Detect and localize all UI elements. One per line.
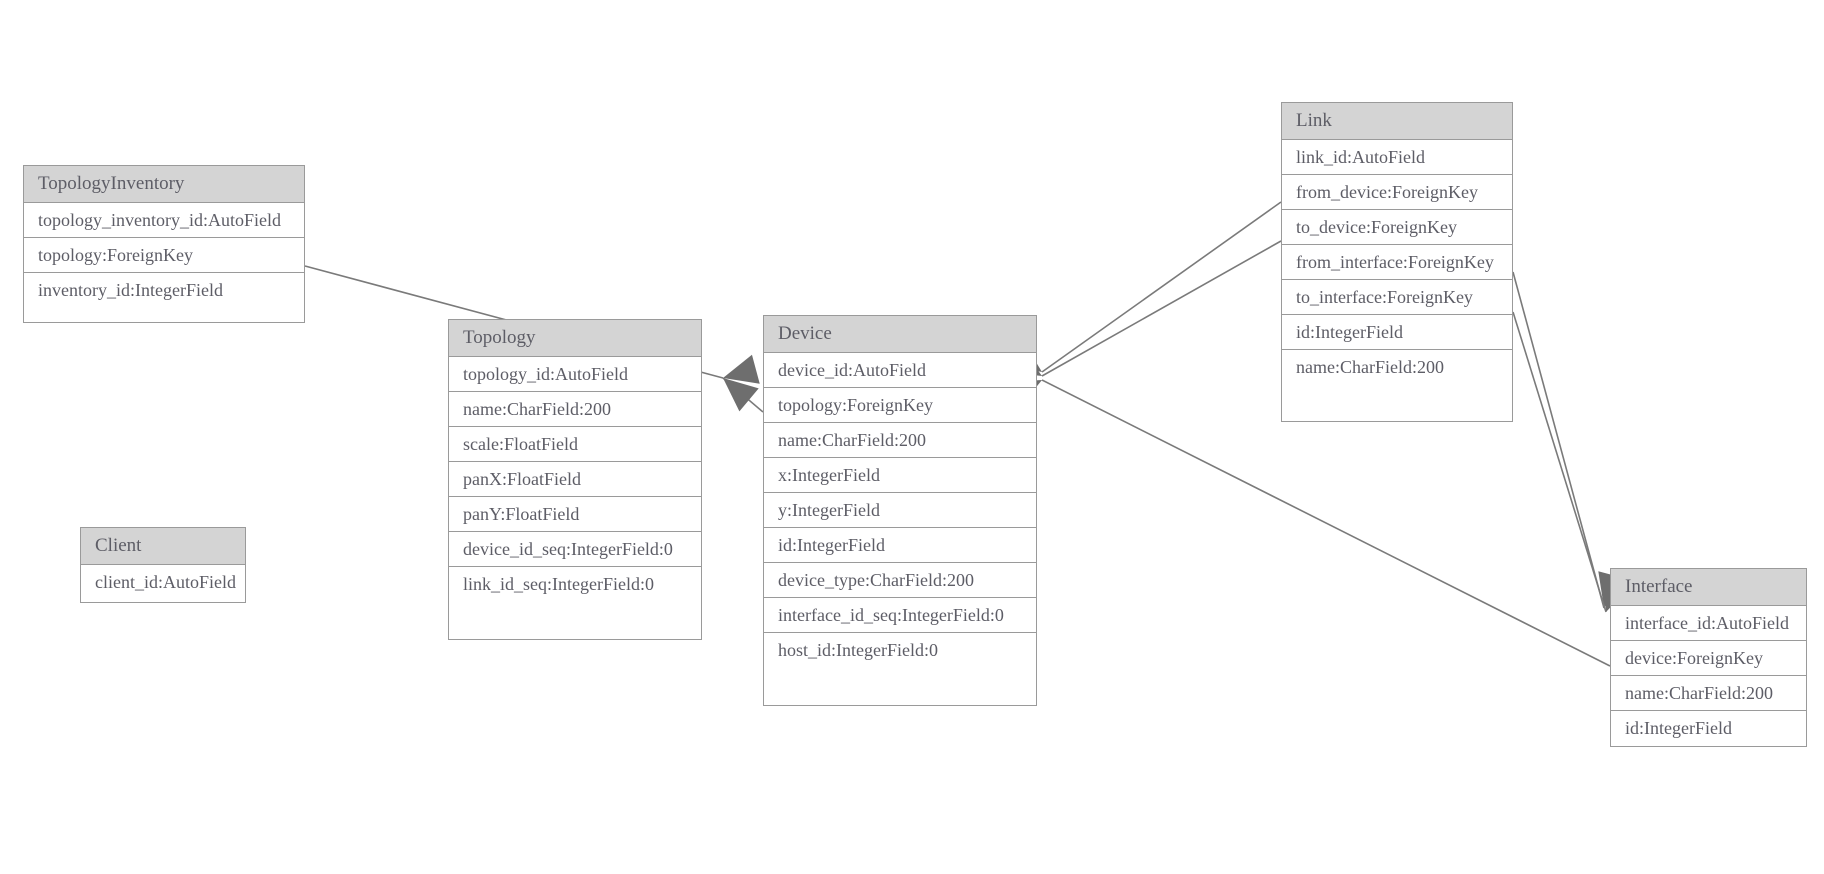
entity-title-client: Client: [81, 528, 245, 565]
entity-field-row[interactable]: name:CharField:200: [449, 392, 701, 427]
entity-field-row[interactable]: id:IntegerField: [1611, 711, 1806, 746]
entity-field-row[interactable]: device_type:CharField:200: [764, 563, 1036, 598]
entity-field-row[interactable]: link_id:AutoField: [1282, 140, 1512, 175]
entity-field-row[interactable]: device_id_seq:IntegerField:0: [449, 532, 701, 567]
entity-title-topology: Topology: [449, 320, 701, 357]
entity-field-row[interactable]: from_device:ForeignKey: [1282, 175, 1512, 210]
entity-field-row[interactable]: topology_id:AutoField: [449, 357, 701, 392]
entity-field-row[interactable]: id:IntegerField: [764, 528, 1036, 563]
relationship-arrowhead: [723, 378, 759, 412]
entity-field-row[interactable]: host_id:IntegerField:0: [764, 633, 1036, 668]
entity-field-row[interactable]: name:CharField:200: [764, 423, 1036, 458]
entity-field-row[interactable]: x:IntegerField: [764, 458, 1036, 493]
entity-field-row[interactable]: name:CharField:200: [1282, 350, 1512, 385]
rel-link-fromdevice: [1005, 201, 1282, 373]
entity-field-row[interactable]: y:IntegerField: [764, 493, 1036, 528]
entity-field-row[interactable]: panY:FloatField: [449, 497, 701, 532]
relationship-arrowhead: [723, 354, 760, 384]
entity-field-row[interactable]: from_interface:ForeignKey: [1282, 245, 1512, 280]
entity-field-row[interactable]: panX:FloatField: [449, 462, 701, 497]
entity-title-link: Link: [1282, 103, 1512, 140]
entity-field-row[interactable]: inventory_id:IntegerField: [24, 273, 304, 308]
rel-device-topology: [722, 377, 764, 413]
entity-field-row[interactable]: scale:FloatField: [449, 427, 701, 462]
entity-field-row[interactable]: to_interface:ForeignKey: [1282, 280, 1512, 315]
entity-field-row[interactable]: device:ForeignKey: [1611, 641, 1806, 676]
entity-field-row[interactable]: link_id_seq:IntegerField:0: [449, 567, 701, 602]
entity-field-row[interactable]: interface_id_seq:IntegerField:0: [764, 598, 1036, 633]
entity-title-interface: Interface: [1611, 569, 1806, 606]
entity-field-row[interactable]: topology:ForeignKey: [764, 388, 1036, 423]
entity-field-row[interactable]: interface_id:AutoField: [1611, 606, 1806, 641]
rel-link-frominterface: [1512, 271, 1628, 609]
entity-field-row[interactable]: device_id:AutoField: [764, 353, 1036, 388]
entity-title-device: Device: [764, 316, 1036, 353]
entity-field-row[interactable]: id:IntegerField: [1282, 315, 1512, 350]
entity-title-topology_inventory: TopologyInventory: [24, 166, 304, 203]
entity-field-row[interactable]: name:CharField:200: [1611, 676, 1806, 711]
entity-field-row[interactable]: to_device:ForeignKey: [1282, 210, 1512, 245]
entity-field-row[interactable]: client_id:AutoField: [81, 565, 245, 600]
entity-field-row[interactable]: topology:ForeignKey: [24, 238, 304, 273]
entity-field-row[interactable]: topology_inventory_id:AutoField: [24, 203, 304, 238]
rel-link-todevice: [1005, 240, 1282, 377]
